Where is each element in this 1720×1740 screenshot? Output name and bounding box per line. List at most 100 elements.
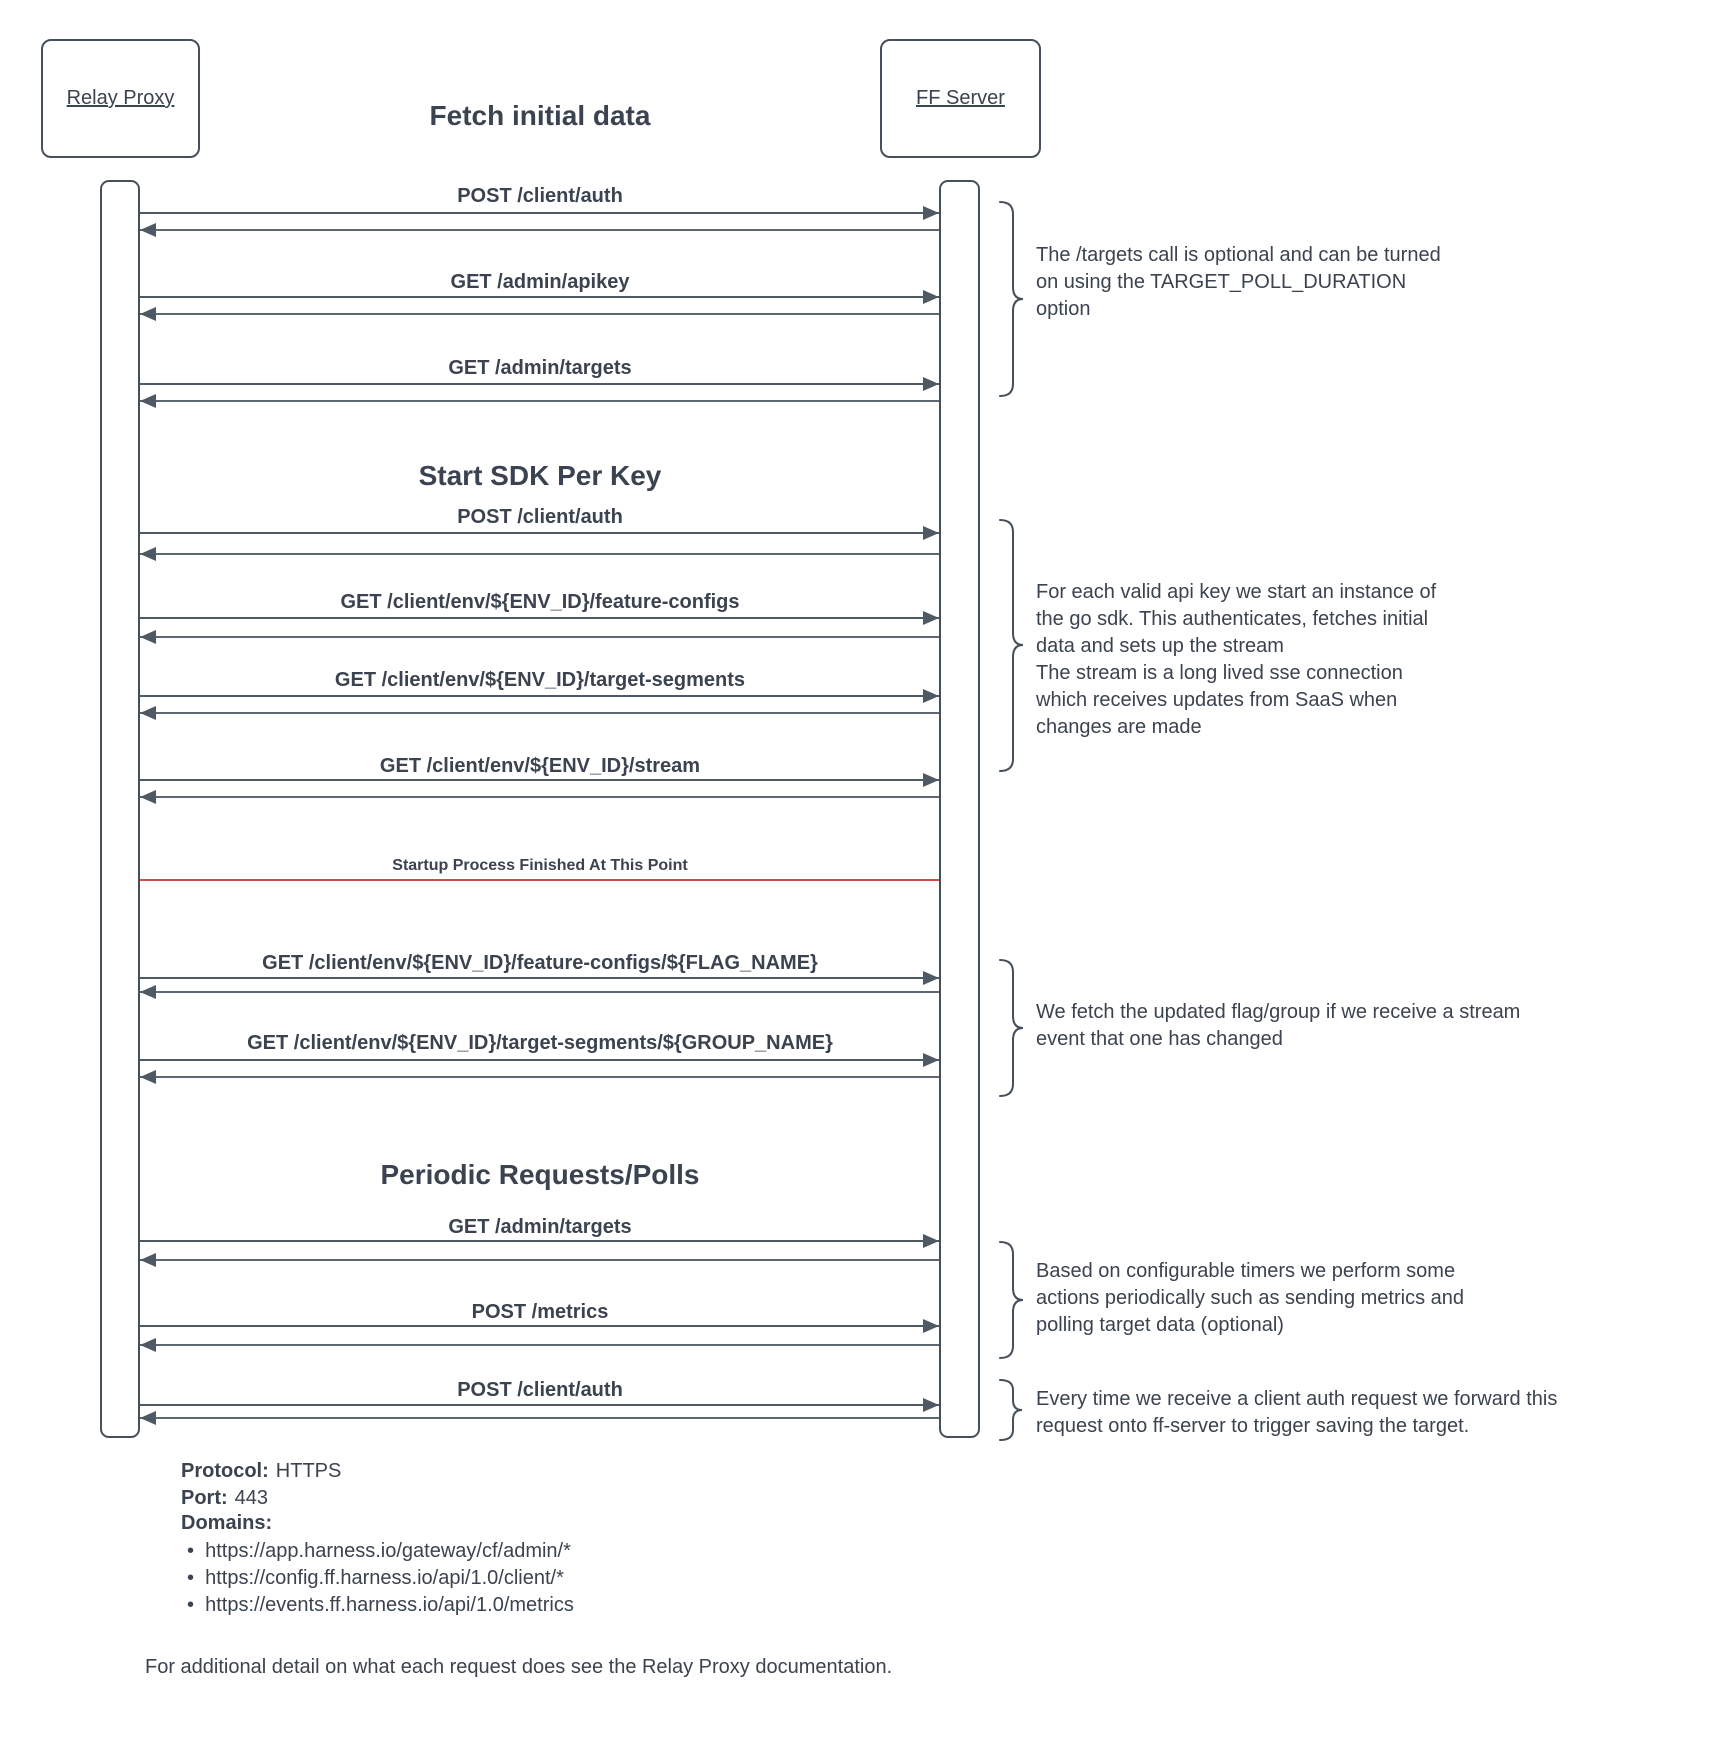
message-label: GET /client/env/${ENV_ID}/target-segment… <box>247 1032 833 1054</box>
return-arrow <box>140 985 939 999</box>
annotation-line: Based on configurable timers we perform … <box>1036 1260 1456 1282</box>
request-arrow <box>140 773 939 787</box>
section-title-start-sdk-per-key: Start SDK Per Key <box>418 460 662 491</box>
annotation-line: the go sdk. This authenticates, fetches … <box>1036 608 1429 630</box>
section-title-periodic-requests: Periodic Requests/Polls <box>380 1159 700 1190</box>
return-arrow <box>140 394 939 408</box>
ff-server-actor: FF Server <box>880 39 1041 158</box>
annotation-client-auth-forward: Every time we receive a client auth requ… <box>1036 1386 1557 1440</box>
annotation-targets-optional: The /targets call is optional and can be… <box>1036 242 1441 323</box>
brace-icon <box>999 519 1024 772</box>
request-arrow <box>140 611 939 625</box>
request-arrow <box>140 1398 939 1412</box>
request-arrow <box>140 206 939 220</box>
arrowhead-left-icon <box>140 706 156 720</box>
startup-divider-line <box>140 879 939 881</box>
annotation-sdk-instance: For each valid api key we start an insta… <box>1036 579 1436 741</box>
arrowhead-left-icon <box>140 1411 156 1425</box>
relay-proxy-actor: Relay Proxy <box>41 39 200 158</box>
annotation-line: polling target data (optional) <box>1036 1314 1284 1336</box>
annotation-stream-event: We fetch the updated flag/group if we re… <box>1036 999 1520 1053</box>
annotation-line: We fetch the updated flag/group if we re… <box>1036 1001 1521 1023</box>
message-label: GET /admin/targets <box>448 357 632 379</box>
request-arrow <box>140 1053 939 1067</box>
arrowhead-right-icon <box>923 773 939 787</box>
ff-server-label: FF Server <box>916 87 1005 109</box>
request-arrow <box>140 689 939 703</box>
message-label: GET /client/env/${ENV_ID}/stream <box>379 755 701 777</box>
footer-port: Port:443 <box>181 1485 268 1511</box>
arrowhead-left-icon <box>140 1338 156 1352</box>
footer-domain-item: https://config.ff.harness.io/api/1.0/cli… <box>187 1565 564 1591</box>
arrowhead-left-icon <box>140 1070 156 1084</box>
annotation-line: changes are made <box>1036 716 1202 738</box>
message-label: GET /client/env/${ENV_ID}/feature-config… <box>262 952 818 974</box>
annotation-line: data and sets up the stream <box>1036 635 1284 657</box>
message-label: GET /admin/targets <box>448 1216 632 1238</box>
arrowhead-right-icon <box>923 1319 939 1333</box>
annotation-line: request onto ff-server to trigger saving… <box>1036 1415 1470 1437</box>
arrowhead-left-icon <box>140 547 156 561</box>
return-arrow <box>140 790 939 804</box>
return-arrow <box>140 547 939 561</box>
message-label: GET /client/env/${ENV_ID}/target-segment… <box>334 669 746 691</box>
message-label: POST /client/auth <box>457 185 623 207</box>
annotation-line: which receives updates from SaaS when <box>1036 689 1398 711</box>
footer-protocol: Protocol:HTTPS <box>181 1458 341 1484</box>
footer-domains-header: Domains: <box>181 1510 272 1536</box>
domain-url: https://config.ff.harness.io/api/1.0/cli… <box>205 1567 564 1589</box>
footer-domain-item: https://events.ff.harness.io/api/1.0/met… <box>187 1592 574 1618</box>
footer-domains-label: Domains: <box>181 1512 273 1534</box>
arrowhead-left-icon <box>140 790 156 804</box>
annotation-line: The /targets call is optional and can be… <box>1036 244 1441 266</box>
request-arrow <box>140 971 939 985</box>
message-label: GET /client/env/${ENV_ID}/feature-config… <box>340 591 740 613</box>
arrowhead-right-icon <box>923 689 939 703</box>
footer-port-value: 443 <box>234 1487 269 1509</box>
arrowhead-right-icon <box>923 290 939 304</box>
request-arrow <box>140 290 939 304</box>
return-arrow <box>140 1253 939 1267</box>
message-label: POST /client/auth <box>457 1379 623 1401</box>
domain-url: https://app.harness.io/gateway/cf/admin/… <box>205 1540 571 1562</box>
arrowhead-right-icon <box>923 526 939 540</box>
return-arrow <box>140 1411 939 1425</box>
relay-proxy-label: Relay Proxy <box>66 87 175 109</box>
domain-url: https://events.ff.harness.io/api/1.0/met… <box>205 1594 574 1616</box>
footer-protocol-label: Protocol: <box>181 1460 269 1482</box>
footer-domain-item: https://app.harness.io/gateway/cf/admin/… <box>187 1538 571 1564</box>
arrowhead-right-icon <box>923 971 939 985</box>
brace-icon <box>999 959 1024 1097</box>
message-label: POST /metrics <box>471 1301 609 1323</box>
annotation-periodic-timers: Based on configurable timers we perform … <box>1036 1258 1464 1339</box>
annotation-line: The stream is a long lived sse connectio… <box>1036 662 1403 684</box>
arrowhead-left-icon <box>140 985 156 999</box>
arrowhead-left-icon <box>140 307 156 321</box>
annotation-line: actions periodically such as sending met… <box>1036 1287 1464 1309</box>
arrowhead-left-icon <box>140 394 156 408</box>
arrowhead-left-icon <box>140 1253 156 1267</box>
return-arrow <box>140 630 939 644</box>
arrowhead-right-icon <box>923 1234 939 1248</box>
arrowhead-right-icon <box>923 1398 939 1412</box>
annotation-line: For each valid api key we start an insta… <box>1036 581 1437 603</box>
ff-server-lifeline <box>939 180 980 1438</box>
annotation-line: on using the TARGET_POLL_DURATION <box>1036 271 1407 293</box>
return-arrow <box>140 223 939 237</box>
annotation-line: option <box>1036 298 1091 320</box>
annotation-line: Every time we receive a client auth requ… <box>1036 1388 1558 1410</box>
relay-proxy-lifeline <box>100 180 140 1438</box>
request-arrow <box>140 377 939 391</box>
footer-note: For additional detail on what each reque… <box>145 1656 893 1678</box>
annotation-line: event that one has changed <box>1036 1028 1283 1050</box>
message-label: POST /client/auth <box>457 506 623 528</box>
return-arrow <box>140 706 939 720</box>
arrowhead-left-icon <box>140 630 156 644</box>
request-arrow <box>140 1234 939 1248</box>
arrowhead-right-icon <box>923 206 939 220</box>
startup-divider-label: Startup Process Finished At This Point <box>392 857 688 874</box>
request-arrow <box>140 526 939 540</box>
arrowhead-right-icon <box>923 1053 939 1067</box>
brace-icon <box>999 1241 1024 1359</box>
